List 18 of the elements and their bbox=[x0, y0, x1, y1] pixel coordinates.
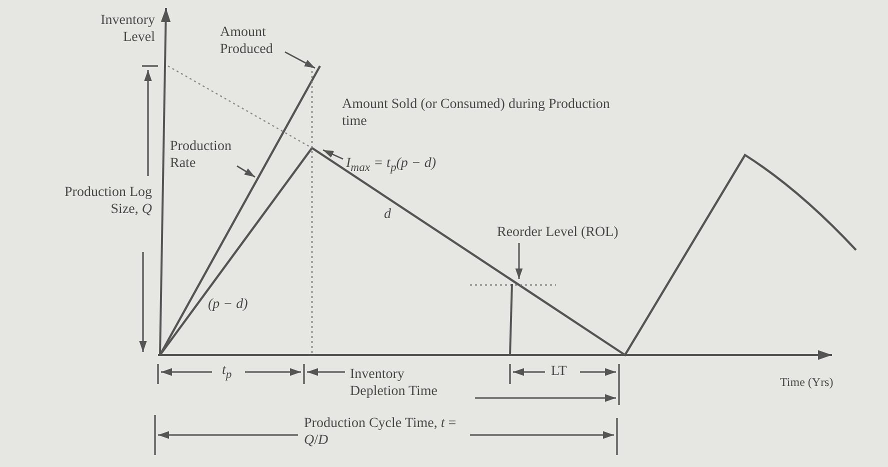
leader-arrow bbox=[322, 149, 344, 160]
line-label: (p − d) bbox=[208, 296, 248, 313]
leader-arrow bbox=[515, 243, 523, 279]
dimension-label: LT bbox=[551, 363, 567, 380]
dimension-label: Inventory Depletion Time bbox=[350, 366, 439, 400]
dimension-label: t$_{p}$ bbox=[222, 362, 232, 383]
callout-label: I$_{max}$ = t$_{p}$(p − d) bbox=[346, 155, 436, 176]
dimension-label: Production Log Size, Q bbox=[64, 184, 152, 218]
leader-arrow bbox=[236, 165, 256, 178]
callout-label: Amount Produced bbox=[220, 24, 282, 58]
axis-title: Inventory Level bbox=[100, 12, 155, 46]
axis-title: Time (Yrs) bbox=[780, 374, 834, 391]
callout-label: Production Rate bbox=[170, 138, 234, 172]
callout-label: Reorder Level (ROL) bbox=[497, 224, 618, 241]
dimension-label: Production Cycle Time, t = Q/D bbox=[304, 415, 458, 449]
leader-arrow bbox=[284, 51, 316, 69]
annotation: Amount Sold (or Consumed) during Production time bbox=[342, 96, 611, 130]
line-label: d bbox=[384, 206, 391, 223]
